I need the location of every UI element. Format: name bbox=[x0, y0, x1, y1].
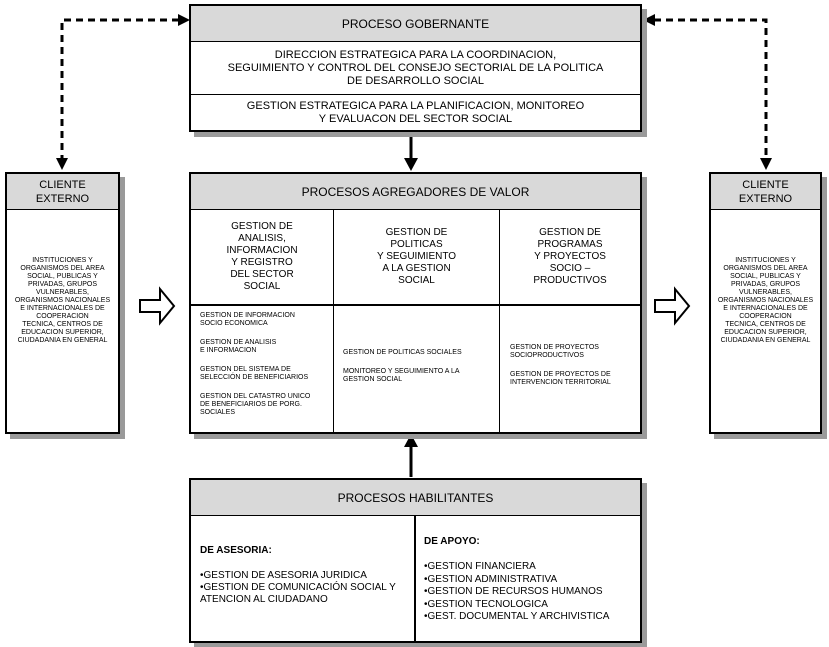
gobernante-item-gestion: GESTION ESTRATEGICA PARA LA PLANIFICACIO… bbox=[246, 99, 585, 125]
cliente-externo-left-body: INSTITUCIONES Y ORGANISMOS DEL AREA SOCI… bbox=[14, 257, 111, 344]
habilitantes-apoyo: DE APOYO: •GESTION FINANCIERA •GESTION A… bbox=[416, 516, 640, 641]
list-item: •GEST. DOCUMENTAL Y ARCHIVISTICA bbox=[424, 611, 610, 622]
cliente-externo-left-title: CLIENTE EXTERNO bbox=[7, 174, 118, 210]
list-item: •GESTION DE COMUNICACIÓN SOCIAL Y ATENCI… bbox=[200, 582, 396, 605]
agregadores-col3-items: GESTION DE PROYECTOS SOCIOPRODUCTIVOS GE… bbox=[500, 306, 640, 432]
procesos-habilitantes-title: PROCESOS HABILITANTES bbox=[191, 480, 640, 516]
list-item: GESTION DE INFORMACION SOCIO ECONOMICA bbox=[200, 312, 295, 327]
agregadores-col2-head: GESTION DE POLITICAS Y SEGUIMIENTO A LA … bbox=[334, 210, 500, 306]
list-item: GESTION DE PROYECTOS DE INTERVENCION TER… bbox=[510, 371, 611, 386]
arrowhead-left-bottom bbox=[56, 158, 68, 170]
list-item: GESTION DEL SISTEMA DE SELECCIÓN DE BENE… bbox=[200, 366, 309, 381]
list-item: •GESTION FINANCIERA bbox=[424, 561, 536, 572]
arrowhead-left-top bbox=[178, 14, 190, 26]
arrowhead-down bbox=[404, 158, 418, 171]
list-item: •GESTION ADMINISTRATIVA bbox=[424, 573, 558, 585]
agregadores-col3-head: GESTION DE PROGRAMAS Y PROYECTOS SOCIO –… bbox=[500, 210, 640, 306]
outline-arrow-right bbox=[654, 286, 691, 326]
asesoria-head: DE ASESORIA: bbox=[200, 545, 272, 556]
apoyo-head: DE APOYO: bbox=[424, 536, 480, 547]
procesos-habilitantes-box: PROCESOS HABILITANTES DE ASESORIA: •GEST… bbox=[189, 478, 642, 643]
dashed-connector-left bbox=[60, 18, 180, 162]
list-item: •GESTION DE RECURSOS HUMANOS bbox=[424, 586, 603, 597]
list-item: GESTION DE ANALISIS E INFORMACION bbox=[200, 339, 277, 354]
dashed-connector-right bbox=[654, 18, 768, 162]
cliente-externo-right-body: INSTITUCIONES Y ORGANISMOS DEL AREA SOCI… bbox=[717, 257, 814, 344]
list-item: GESTION DEL CATASTRO UNICO DE BENEFICIAR… bbox=[200, 393, 311, 416]
agregadores-col1-head: GESTION DE ANALISIS, INFORMACION Y REGIS… bbox=[191, 210, 334, 306]
agregadores-col2-items: GESTION DE POLITICAS SOCIALES MONITOREO … bbox=[334, 306, 500, 432]
arrowhead-up bbox=[404, 434, 418, 447]
proceso-gobernante-box: PROCESO GOBERNANTE DIRECCION ESTRATEGICA… bbox=[189, 4, 642, 132]
list-item: •GESTION DE ASESORIA JURIDICA bbox=[200, 570, 367, 581]
cliente-externo-right-title: CLIENTE EXTERNO bbox=[711, 174, 820, 210]
habilitantes-asesoria: DE ASESORIA: •GESTION DE ASESORIA JURIDI… bbox=[191, 516, 416, 641]
cliente-externo-right-box: CLIENTE EXTERNO INSTITUCIONES Y ORGANISM… bbox=[709, 172, 822, 434]
procesos-agregadores-box: PROCESOS AGREGADORES DE VALOR GESTION DE… bbox=[189, 172, 642, 434]
outline-arrow-left bbox=[139, 286, 176, 326]
gobernante-item-direccion: DIRECCION ESTRATEGICA PARA LA COORDINACI… bbox=[191, 42, 640, 95]
list-item: GESTION DE PROYECTOS SOCIOPRODUCTIVOS bbox=[510, 344, 599, 359]
list-item: •GESTION TECNOLOGICA bbox=[424, 598, 548, 610]
arrowhead-right-top bbox=[643, 14, 655, 26]
procesos-agregadores-title: PROCESOS AGREGADORES DE VALOR bbox=[191, 174, 640, 210]
proceso-gobernante-title: PROCESO GOBERNANTE bbox=[191, 6, 640, 42]
arrowhead-right-bottom bbox=[760, 158, 772, 170]
list-item: MONITOREO Y SEGUIMIENTO A LA GESTION SOC… bbox=[343, 368, 460, 383]
agregadores-col1-items: GESTION DE INFORMACION SOCIO ECONOMICA G… bbox=[191, 306, 334, 432]
cliente-externo-left-box: CLIENTE EXTERNO INSTITUCIONES Y ORGANISM… bbox=[5, 172, 120, 434]
list-item: GESTION DE POLITICAS SOCIALES bbox=[343, 349, 462, 356]
